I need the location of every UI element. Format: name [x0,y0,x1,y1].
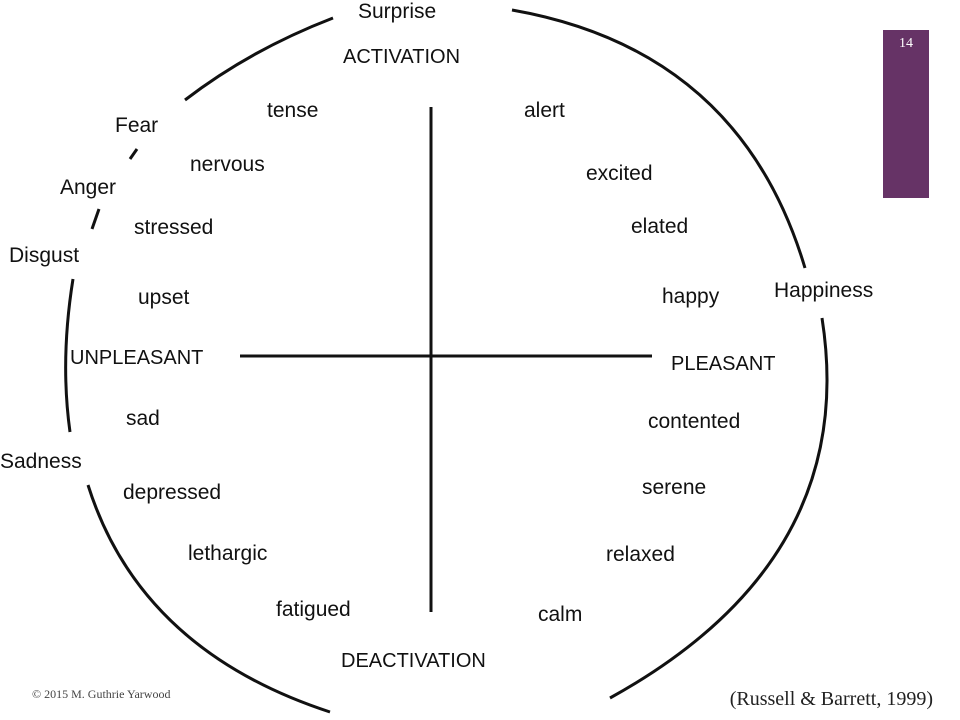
axis-label-unpleasant: UNPLEASANT [70,347,204,369]
emotion-anger: Anger [60,176,117,199]
axis-label-activation: ACTIVATION [343,46,461,68]
word-alert: alert [524,99,565,122]
emotion-disgust: Disgust [9,244,80,267]
word-relaxed: relaxed [606,543,675,566]
emotion-surprise: Surprise [358,0,437,23]
axis-label-pleasant: PLEASANT [671,353,776,375]
word-lethargic: lethargic [188,542,268,565]
slide-number: 14 [899,36,913,51]
word-fatigued: fatigued [276,598,351,621]
emotion-fear: Fear [115,114,159,137]
circle-arc-right-top [511,8,807,269]
citation: (Russell & Barrett, 1999) [729,688,933,710]
circle-dash-anger-disgust [90,208,101,230]
circle-arc-bottom-left [86,484,331,714]
word-excited: excited [586,162,653,185]
axis-label-deactivation: DEACTIVATION [341,650,486,672]
word-stressed: stressed [134,216,214,239]
word-elated: elated [631,215,689,238]
circle-arc-right-bottom [609,317,829,700]
circle-arc-top-left [184,16,334,102]
word-happy: happy [662,285,720,308]
copyright-notice: © 2015 M. Guthrie Yarwood [32,687,171,701]
word-contented: contented [648,410,741,433]
word-depressed: depressed [123,481,222,504]
circle-arc-left [64,278,75,433]
emotion-sadness: Sadness [0,450,82,473]
circle-dash-fear-anger [128,148,139,160]
word-serene: serene [642,476,707,499]
word-tense: tense [267,99,319,122]
word-calm: calm [538,603,583,626]
emotion-happiness: Happiness [774,279,874,302]
word-sad: sad [126,407,160,430]
word-nervous: nervous [190,153,265,176]
slide-number-bar: 14 [883,30,929,198]
word-upset: upset [138,286,190,309]
